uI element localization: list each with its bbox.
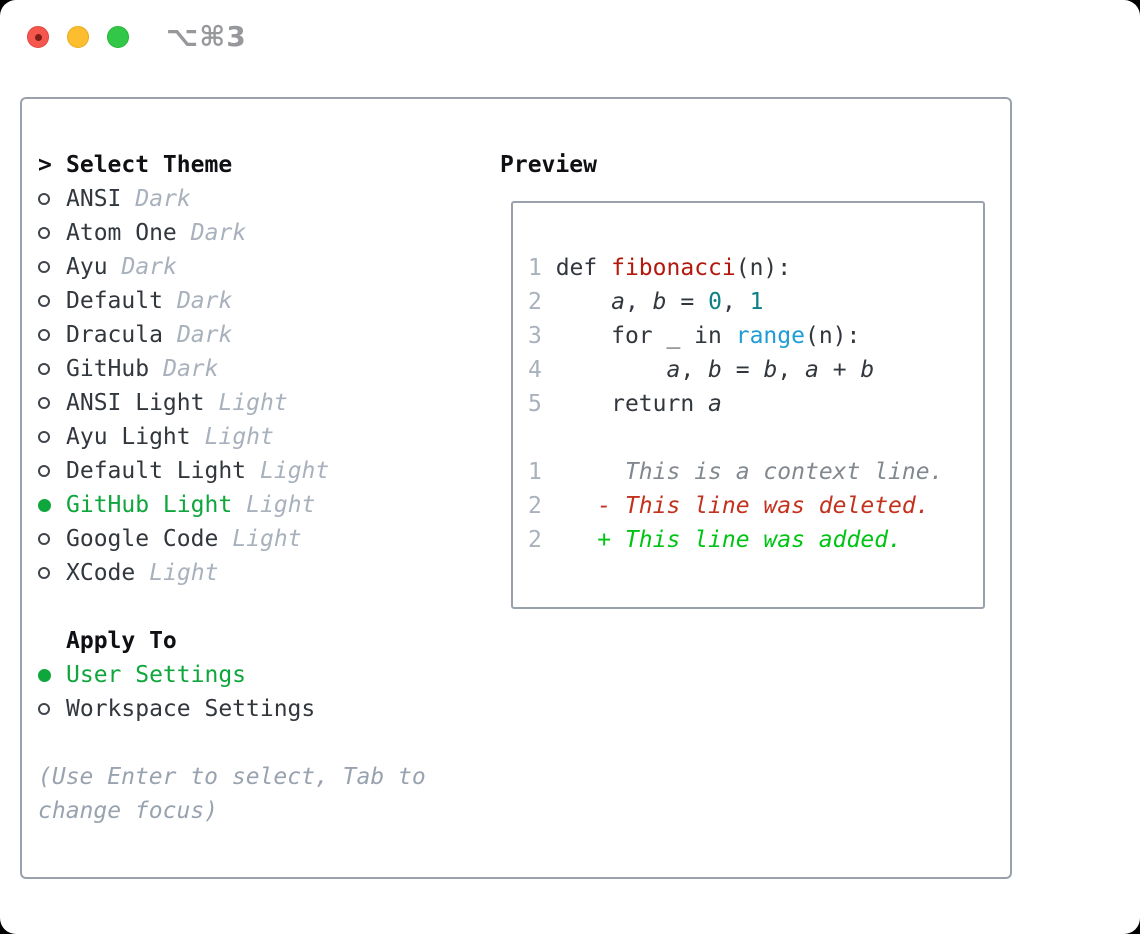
radio-unselected-icon — [38, 431, 50, 443]
select-theme-header-row: > Select Theme — [38, 148, 426, 182]
code-line: 2 - This line was deleted. — [528, 493, 930, 519]
theme-item-google-code[interactable]: Google Code Light — [38, 522, 426, 556]
spacer — [38, 590, 426, 624]
theme-item-label: Atom One — [66, 220, 177, 246]
apply-option-user-settings[interactable]: User Settings — [38, 658, 426, 692]
theme-variant-tag: Dark — [176, 322, 233, 348]
radio-selected-icon — [38, 668, 51, 682]
theme-item-ansi[interactable]: ANSI Dark — [38, 182, 426, 216]
code-line — [528, 421, 983, 455]
theme-item-label: Ayu Light — [66, 424, 191, 450]
help-text-line1: (Use Enter to select, Tab to — [38, 764, 426, 790]
theme-variant-tag: Dark — [176, 288, 233, 314]
close-button[interactable] — [27, 26, 49, 48]
theme-variant-tag: Light — [260, 458, 330, 484]
apply-option-label: Workspace Settings — [66, 696, 316, 722]
code-line: 1 This is a context line. — [528, 459, 944, 485]
theme-item-label: Default — [66, 288, 163, 314]
preview-code: 1 def fibonacci(n): 2 a, b = 0, 1 3 for _ … — [513, 203, 983, 557]
close-dot-icon — [35, 34, 42, 41]
help-text-line2: change focus) — [38, 798, 219, 824]
theme-item-label: Ayu — [66, 254, 108, 280]
radio-unselected-icon — [38, 227, 50, 239]
theme-item-label: Default Light — [66, 458, 247, 484]
theme-item-dracula[interactable]: Dracula Dark — [38, 318, 426, 352]
preview-box: 1 def fibonacci(n): 2 a, b = 0, 1 3 for _ … — [511, 201, 985, 609]
theme-item-label: XCode — [66, 560, 136, 586]
minimize-button[interactable] — [67, 26, 89, 48]
radio-unselected-icon — [38, 193, 50, 205]
theme-item-ansi-light[interactable]: ANSI Light Light — [38, 386, 426, 420]
preview-header: Preview — [500, 152, 597, 178]
theme-variant-tag: Light — [149, 560, 219, 586]
apply-option-workspace-settings[interactable]: Workspace Settings — [38, 692, 426, 726]
theme-variant-tag: Dark — [121, 254, 177, 280]
theme-item-default-light[interactable]: Default Light Light — [38, 454, 426, 488]
theme-item-label: ANSI Light — [66, 390, 205, 416]
maximize-button[interactable] — [107, 26, 129, 48]
radio-unselected-icon — [38, 363, 50, 375]
radio-unselected-icon — [38, 397, 50, 409]
radio-unselected-icon — [38, 295, 50, 307]
theme-item-label: ANSI — [66, 186, 122, 212]
theme-item-github-light[interactable]: GitHub Light Light — [38, 488, 426, 522]
theme-item-label: GitHub Light — [66, 492, 233, 518]
theme-variant-tag: Light — [246, 492, 316, 518]
theme-item-github[interactable]: GitHub Dark — [38, 352, 426, 386]
theme-variant-tag: Light — [204, 424, 274, 450]
code-line: 2 + This line was added. — [528, 527, 902, 553]
theme-item-label: Google Code — [66, 526, 219, 552]
theme-variant-tag: Dark — [190, 220, 247, 246]
theme-item-ayu[interactable]: Ayu Dark — [38, 250, 426, 284]
theme-variant-tag: Light — [218, 390, 288, 416]
code-line: 3 for _ in range(n): — [528, 323, 861, 349]
theme-variant-tag: Light — [232, 526, 302, 552]
window-title: ⌥⌘3 — [166, 20, 247, 53]
code-line: 5 return a — [528, 391, 722, 417]
theme-item-xcode[interactable]: XCode Light — [38, 556, 426, 590]
apply-to-header: Apply To — [66, 628, 177, 654]
apply-to-header-row: Apply To — [38, 624, 426, 658]
radio-unselected-icon — [38, 703, 50, 715]
radio-unselected-icon — [38, 533, 50, 545]
theme-item-atom-one[interactable]: Atom One Dark — [38, 216, 426, 250]
theme-variant-tag: Dark — [135, 186, 191, 212]
code-line: 1 def fibonacci(n): — [528, 255, 792, 281]
code-line: 2 a, b = 0, 1 — [528, 289, 764, 315]
radio-unselected-icon — [38, 465, 50, 477]
radio-selected-icon — [38, 498, 51, 512]
radio-unselected-icon — [38, 261, 50, 273]
code-line: 4 a, b = b, a + b — [528, 357, 875, 383]
theme-item-default[interactable]: Default Dark — [38, 284, 426, 318]
theme-item-ayu-light[interactable]: Ayu Light Light — [38, 420, 426, 454]
radio-unselected-icon — [38, 329, 50, 341]
radio-unselected-icon — [38, 567, 50, 579]
apply-option-label: User Settings — [66, 662, 247, 688]
spacer — [38, 726, 426, 760]
theme-item-label: GitHub — [66, 356, 150, 382]
cursor-icon: > — [38, 152, 52, 178]
select-theme-header: Select Theme — [66, 152, 233, 178]
theme-item-label: Dracula — [66, 322, 163, 348]
theme-variant-tag: Dark — [163, 356, 219, 382]
